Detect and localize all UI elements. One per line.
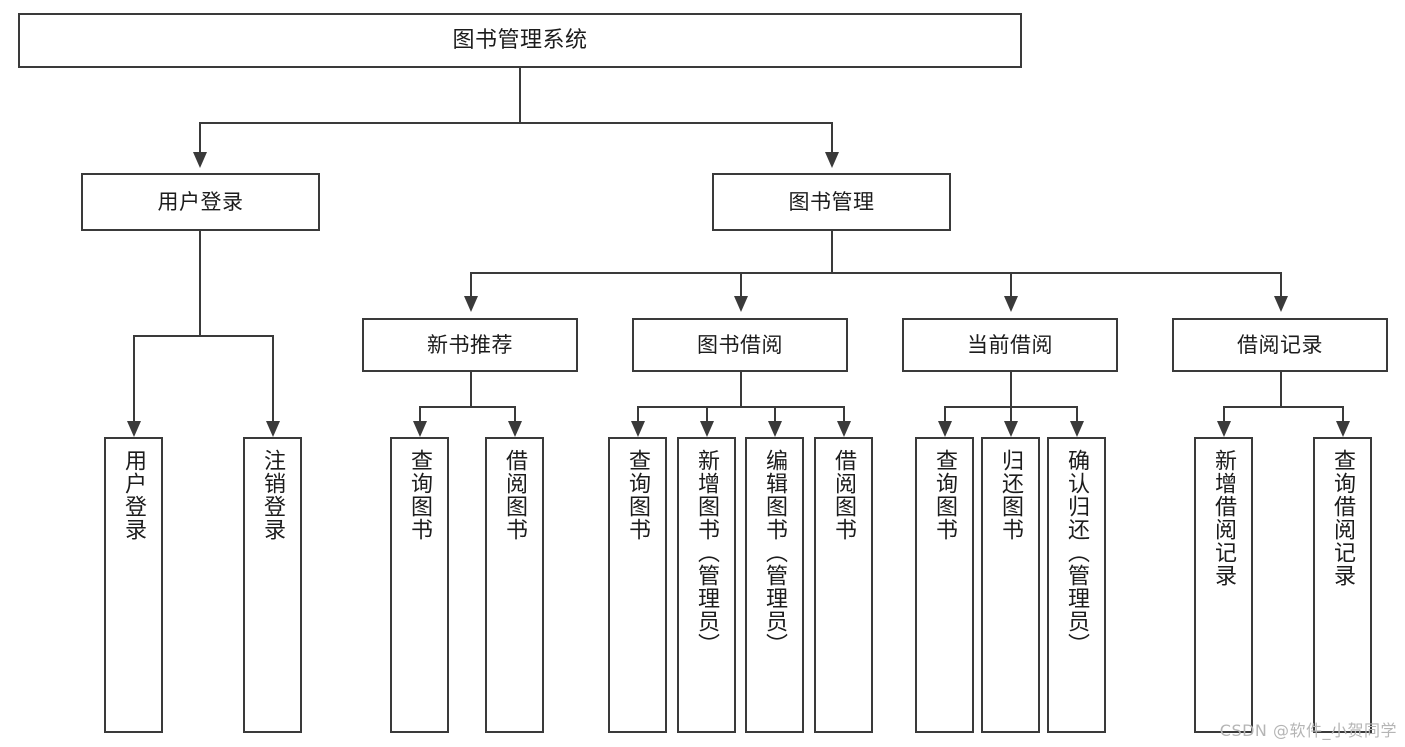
arrowhead-new-book-1 (508, 421, 522, 437)
connector-current-borrow-drop-1 (1010, 406, 1012, 421)
connector-book-management-stem (831, 231, 833, 272)
arrowhead-level2-3 (1274, 296, 1288, 312)
leaf-user-login-login[interactable]: 用户登录 (104, 437, 163, 733)
connector-level2-drop-2 (1010, 272, 1012, 296)
node-label: 用户登录 (157, 189, 244, 214)
arrowhead-book-borrow-3 (837, 421, 851, 437)
node-root-book-management-system[interactable]: 图书管理系统 (18, 13, 1022, 68)
node-book-borrow[interactable]: 图书借阅 (632, 318, 848, 372)
connector-new-book-drop-1 (514, 406, 516, 421)
leaf-current-borrow-return-book[interactable]: 归还图书 (981, 437, 1040, 733)
node-label: 查询图书 (625, 449, 651, 541)
node-label: 借阅记录 (1237, 332, 1323, 357)
node-current-borrow[interactable]: 当前借阅 (902, 318, 1118, 372)
connector-user-login-drop-1 (272, 335, 274, 421)
leaf-book-borrow-add-book[interactable]: 新增图书（管理员） (677, 437, 736, 733)
node-user-login[interactable]: 用户登录 (81, 173, 320, 231)
node-label: 当前借阅 (967, 332, 1053, 357)
arrowhead-new-book-0 (413, 421, 427, 437)
connector-new-book-bar (419, 406, 514, 408)
connector-current-borrow-drop-0 (944, 406, 946, 421)
leaf-book-borrow-borrow-book[interactable]: 借阅图书 (814, 437, 873, 733)
connector-user-login-stem (199, 231, 201, 335)
connector-level1-drop-1 (831, 122, 833, 152)
connector-level1-drop-0 (199, 122, 201, 152)
arrowhead-borrow-record-1 (1336, 421, 1350, 437)
node-label: 注销登录 (260, 449, 286, 541)
connector-user-login-bar (133, 335, 272, 337)
arrowhead-book-borrow-2 (768, 421, 782, 437)
node-label: 用户登录 (121, 449, 147, 541)
node-label: 图书借阅 (697, 332, 783, 357)
connector-user-login-drop-0 (133, 335, 135, 421)
leaf-borrow-record-query-record[interactable]: 查询借阅记录 (1313, 437, 1372, 733)
arrowhead-current-borrow-2 (1070, 421, 1084, 437)
node-label: 借阅图书 (831, 449, 857, 541)
csdn-watermark: CSDN @软件_小贺同学 (1219, 721, 1397, 740)
connector-book-borrow-stem (740, 372, 742, 406)
connector-borrow-record-drop-1 (1342, 406, 1344, 421)
arrowhead-current-borrow-0 (938, 421, 952, 437)
arrowhead-book-borrow-0 (631, 421, 645, 437)
connector-borrow-record-drop-0 (1223, 406, 1225, 421)
arrowhead-level1-0 (193, 152, 207, 168)
connector-level1-bar (199, 122, 831, 124)
leaf-current-borrow-confirm-return[interactable]: 确认归还（管理员） (1047, 437, 1106, 733)
connector-new-book-drop-0 (419, 406, 421, 421)
node-label: 查询图书 (932, 449, 958, 541)
connector-level2-bar (470, 272, 1280, 274)
arrowhead-current-borrow-1 (1004, 421, 1018, 437)
arrowhead-user-login-1 (266, 421, 280, 437)
leaf-book-borrow-query-book[interactable]: 查询图书 (608, 437, 667, 733)
connector-new-book-stem (470, 372, 472, 406)
node-label: 新书推荐 (427, 332, 513, 357)
arrowhead-level2-2 (1004, 296, 1018, 312)
connector-book-borrow-drop-3 (843, 406, 845, 421)
arrowhead-level2-0 (464, 296, 478, 312)
leaf-new-book-borrow-book[interactable]: 借阅图书 (485, 437, 544, 733)
node-label: 查询图书 (407, 449, 433, 541)
node-label: 图书管理 (788, 189, 875, 214)
node-label: 新增图书（管理员） (694, 449, 720, 656)
leaf-new-book-query-book[interactable]: 查询图书 (390, 437, 449, 733)
connector-book-borrow-bar (637, 406, 843, 408)
connector-borrow-record-stem (1280, 372, 1282, 406)
connector-book-borrow-drop-0 (637, 406, 639, 421)
arrowhead-user-login-0 (127, 421, 141, 437)
arrowhead-level2-1 (734, 296, 748, 312)
node-label: 新增借阅记录 (1211, 449, 1237, 587)
arrowhead-level1-1 (825, 152, 839, 168)
leaf-borrow-record-add-record[interactable]: 新增借阅记录 (1194, 437, 1253, 733)
arrowhead-book-borrow-1 (700, 421, 714, 437)
arrowhead-borrow-record-0 (1217, 421, 1231, 437)
connector-book-borrow-drop-2 (774, 406, 776, 421)
node-book-management[interactable]: 图书管理 (712, 173, 951, 231)
connector-current-borrow-drop-2 (1076, 406, 1078, 421)
node-label: 查询借阅记录 (1330, 449, 1356, 587)
node-label: 编辑图书（管理员） (762, 449, 788, 656)
leaf-user-login-logout[interactable]: 注销登录 (243, 437, 302, 733)
node-label: 归还图书 (998, 449, 1024, 541)
connector-root-stem (519, 68, 521, 122)
node-label: 借阅图书 (502, 449, 528, 541)
node-new-book-recommend[interactable]: 新书推荐 (362, 318, 578, 372)
connector-current-borrow-stem (1010, 372, 1012, 406)
connector-borrow-record-bar (1223, 406, 1342, 408)
node-label: 图书管理系统 (452, 27, 588, 53)
connector-book-borrow-drop-1 (706, 406, 708, 421)
connector-level2-drop-1 (740, 272, 742, 296)
node-borrow-record[interactable]: 借阅记录 (1172, 318, 1388, 372)
connector-level2-drop-0 (470, 272, 472, 296)
leaf-current-borrow-query-book[interactable]: 查询图书 (915, 437, 974, 733)
connector-level2-drop-3 (1280, 272, 1282, 296)
leaf-book-borrow-edit-book[interactable]: 编辑图书（管理员） (745, 437, 804, 733)
node-label: 确认归还（管理员） (1064, 449, 1090, 656)
